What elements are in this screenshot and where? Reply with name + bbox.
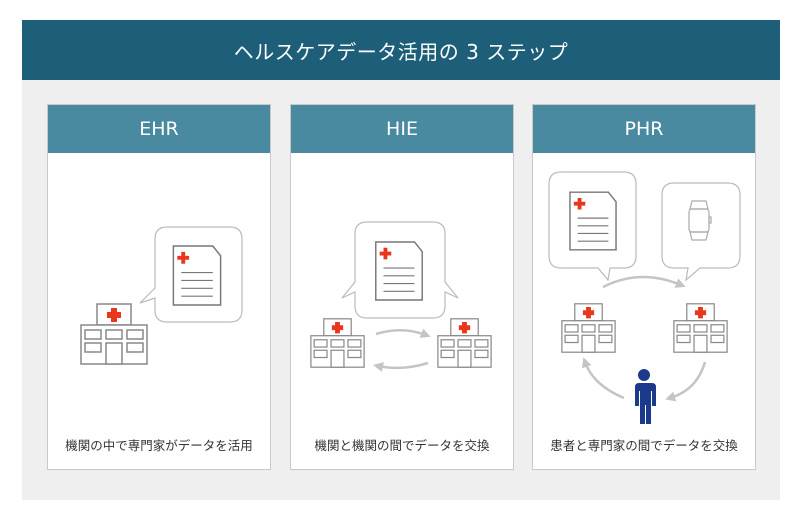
card-caption-hie: 機関と機関の間でデータを交換	[314, 438, 490, 453]
card-title-ehr: EHR	[48, 105, 270, 153]
card-ehr: EHR 機関の中で専門家がデータを活用	[47, 104, 271, 470]
card-title-hie: HIE	[291, 105, 513, 153]
card-phr: PHR 患者と専門家の間でデータを交換	[532, 104, 756, 470]
card-title-phr: PHR	[533, 105, 755, 153]
card-caption-phr: 患者と専門家の間でデータを交換	[550, 438, 738, 453]
card-caption-ehr: 機関の中で専門家がデータを活用	[65, 438, 253, 453]
page-title: ヘルスケアデータ活用の 3 ステップ	[22, 20, 780, 80]
card-hie: HIE 機関と機関の間でデータを交換	[290, 104, 514, 470]
